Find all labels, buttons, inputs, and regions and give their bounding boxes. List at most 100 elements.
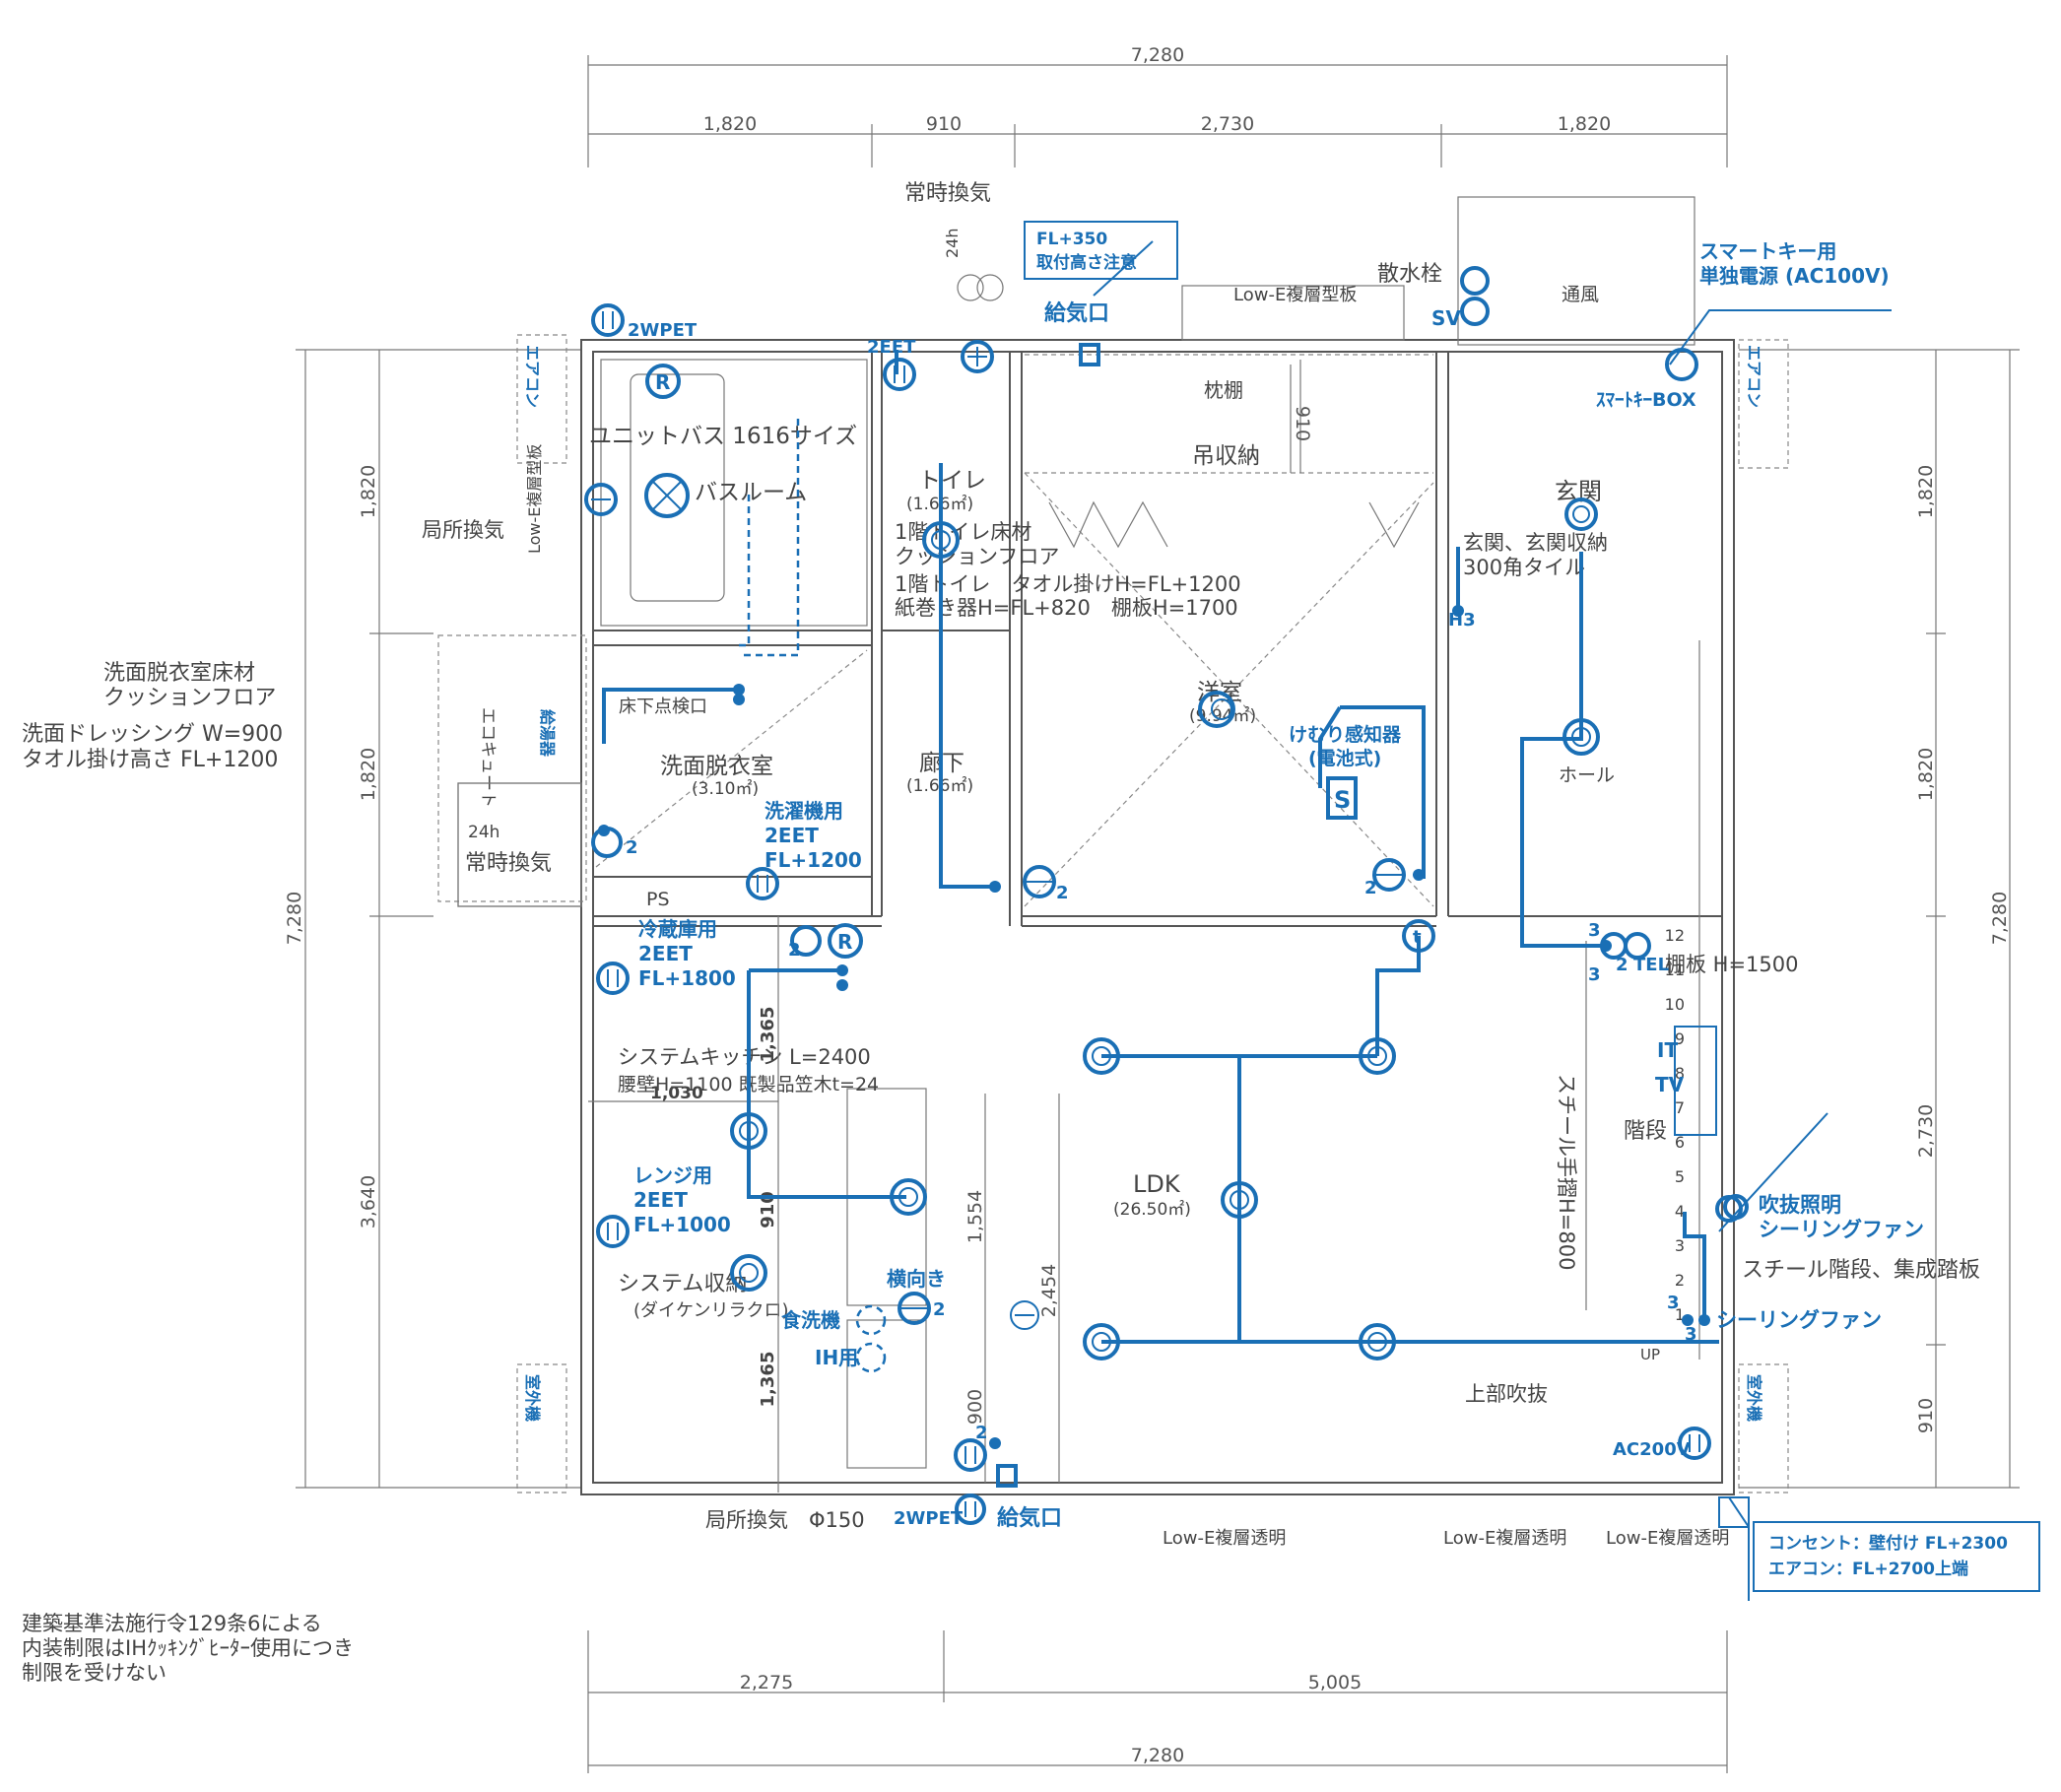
label-fl350-note: 取付高さ注意	[1036, 252, 1137, 273]
light-icon	[1564, 498, 1598, 531]
stair-number: 2	[1675, 1271, 1685, 1290]
fixtures: R R S	[584, 266, 1750, 1528]
label-ldk: LDK	[1133, 1170, 1181, 1198]
note-law-2: 内装制限はIHｸｯｷﾝｸﾞﾋｰﾀｰ使用につき	[22, 1636, 354, 1660]
outlet-icon	[1023, 865, 1056, 898]
wiring	[602, 240, 1892, 1601]
note-dressing-1: 洗面ドレッシング W=900	[22, 722, 283, 747]
stair-numbers: 12 11 10 9 8 7 6 5 4 3 2 1 UP	[1640, 926, 1685, 1363]
note-lowe-frost: Low-E複層型板	[1233, 285, 1357, 305]
note-constant-vent: 常時換気	[904, 181, 991, 206]
label-count-2: 2	[1364, 878, 1377, 898]
label-count-3: 3	[1588, 920, 1601, 941]
light-icon	[730, 1254, 767, 1292]
outlet-icon	[898, 1292, 931, 1325]
dim-1365-upper: 1,365	[758, 1007, 778, 1063]
outlet-icon	[855, 1304, 887, 1336]
light-icon	[1198, 691, 1235, 728]
label-count-3: 3	[1685, 1324, 1697, 1345]
fan-icon	[644, 473, 690, 518]
label-tv: TV	[1655, 1073, 1685, 1096]
walls	[580, 339, 1735, 1495]
dim-1030: 1,030	[650, 1084, 703, 1103]
note-ecocute: エコキュート	[478, 707, 498, 808]
stair-number: 8	[1675, 1064, 1685, 1083]
label-supply-bottom: 給気口	[997, 1505, 1062, 1531]
room-markers	[437, 196, 1789, 1493]
label-stair-rail: スチール手摺H=800	[1555, 1074, 1578, 1270]
stair-number: 10	[1665, 995, 1685, 1014]
label-washer-2: 2EET	[765, 824, 819, 847]
light-icon	[890, 1178, 927, 1216]
light-icon	[730, 1112, 767, 1150]
label-fridge-2: 2EET	[638, 942, 693, 965]
outlet-icon	[855, 1342, 887, 1373]
note-sv: SV	[1431, 306, 1461, 330]
label-entrance-note2: 300角タイル	[1463, 556, 1585, 579]
note-law-3: 制限を受けない	[22, 1661, 166, 1685]
dim-top-seg-1: 1,820	[703, 113, 757, 135]
label-eet-toilet: 2EET	[867, 337, 916, 358]
label-entrance-note1: 玄関、玄関収納	[1463, 531, 1608, 555]
label-ih: IH用	[815, 1346, 858, 1369]
label-toilet-note4: 紙巻き器H=FL+820 棚板H=1700	[895, 596, 1238, 620]
label-fridge-3: FL+1800	[638, 966, 736, 990]
outlet-icon	[1460, 297, 1490, 326]
note-24h: 24h	[943, 229, 962, 259]
room-labels: ユニットバス 1616サイズ バスルーム トイレ (1.66㎡) 1階トイレ床材…	[589, 378, 1980, 1406]
dim-bottom-total: 7,280	[1131, 1745, 1184, 1766]
dim-right-seg-1: 1,820	[1915, 465, 1937, 518]
dim-1365-lower: 1,365	[758, 1352, 778, 1408]
outlet-icon	[1665, 348, 1698, 381]
outlet-icon	[883, 358, 916, 391]
note-lowe-clear-2: Low-E複層透明	[1443, 1528, 1566, 1549]
inner-dimensions: 1,365 910 1,365 1,030 1,554 2,454 900 91…	[588, 360, 1313, 1493]
dim-left-seg-3: 3,640	[358, 1175, 379, 1228]
label-count-3: 3	[1588, 964, 1601, 985]
label-storage-1: システム収納	[618, 1272, 747, 1296]
note-local-vent: 局所換気	[422, 518, 504, 542]
label-count-2: 2	[626, 837, 638, 858]
light-icon	[1083, 1037, 1120, 1075]
note-sprinkler: 散水栓	[1377, 262, 1442, 287]
label-pillow-shelf: 枕棚	[1204, 378, 1243, 402]
light-icon	[1211, 698, 1232, 720]
label-washroom-area: (3.10㎡)	[692, 779, 759, 799]
label-horizontal: 横向き	[887, 1267, 946, 1291]
label-range-2: 2EET	[633, 1188, 688, 1212]
dim-left-seg-2: 1,820	[358, 748, 379, 801]
stair-number: 9	[1675, 1029, 1685, 1048]
note-washroom-floor-2: クッションフロア	[103, 686, 276, 710]
label-ldk-area: (26.50㎡)	[1113, 1200, 1191, 1220]
stair-number: 7	[1675, 1098, 1685, 1117]
note-ventilation: 通風	[1562, 284, 1599, 305]
label-hall: ホール	[1559, 764, 1615, 786]
outlet-icon	[1460, 266, 1490, 296]
label-floor-inspection: 床下点検口	[619, 697, 707, 717]
label-range-3: FL+1000	[633, 1213, 731, 1236]
note-ps-const: 常時換気	[465, 851, 552, 876]
electrical-labels: FL+350 取付高さ注意 給気口 給気口 スマートキー用 単独電源 (AC10…	[523, 221, 2040, 1592]
dim-2454: 2,454	[1038, 1264, 1060, 1317]
dim-right-seg-3: 2,730	[1915, 1104, 1937, 1158]
stair-number: 1	[1675, 1305, 1685, 1324]
label-smoke-2: (電池式)	[1308, 747, 1381, 769]
notes: 常時換気 24h 散水栓 SV Low-E複層型板 通風 局所換気 Low-E複…	[22, 181, 1729, 1685]
label-washer-1: 洗濯機用	[765, 799, 843, 823]
outlet-icon	[955, 1493, 986, 1525]
light-icon	[1359, 1037, 1396, 1075]
label-bath: ユニットバス 1616サイズ	[589, 424, 857, 449]
label-bathroom: バスルーム	[695, 480, 807, 505]
label-range-1: レンジ用	[633, 1163, 712, 1187]
fan-icon	[584, 483, 618, 516]
dim-1554: 1,554	[964, 1190, 986, 1243]
outlet-icon	[1624, 932, 1651, 960]
label-wpet-bottom: 2WPET	[894, 1508, 964, 1529]
note-local-vent-150: 局所換気 Φ150	[705, 1508, 865, 1532]
fan-icon	[1010, 1300, 1039, 1330]
label-aircon-unit-right: 室外機	[1745, 1374, 1763, 1422]
stair-number: 3	[1675, 1236, 1685, 1255]
label-toilet-note1: 1階トイレ床材	[895, 520, 1031, 544]
label-count-2: 2	[1056, 883, 1069, 903]
label-void: 上部吹抜	[1465, 1382, 1548, 1406]
